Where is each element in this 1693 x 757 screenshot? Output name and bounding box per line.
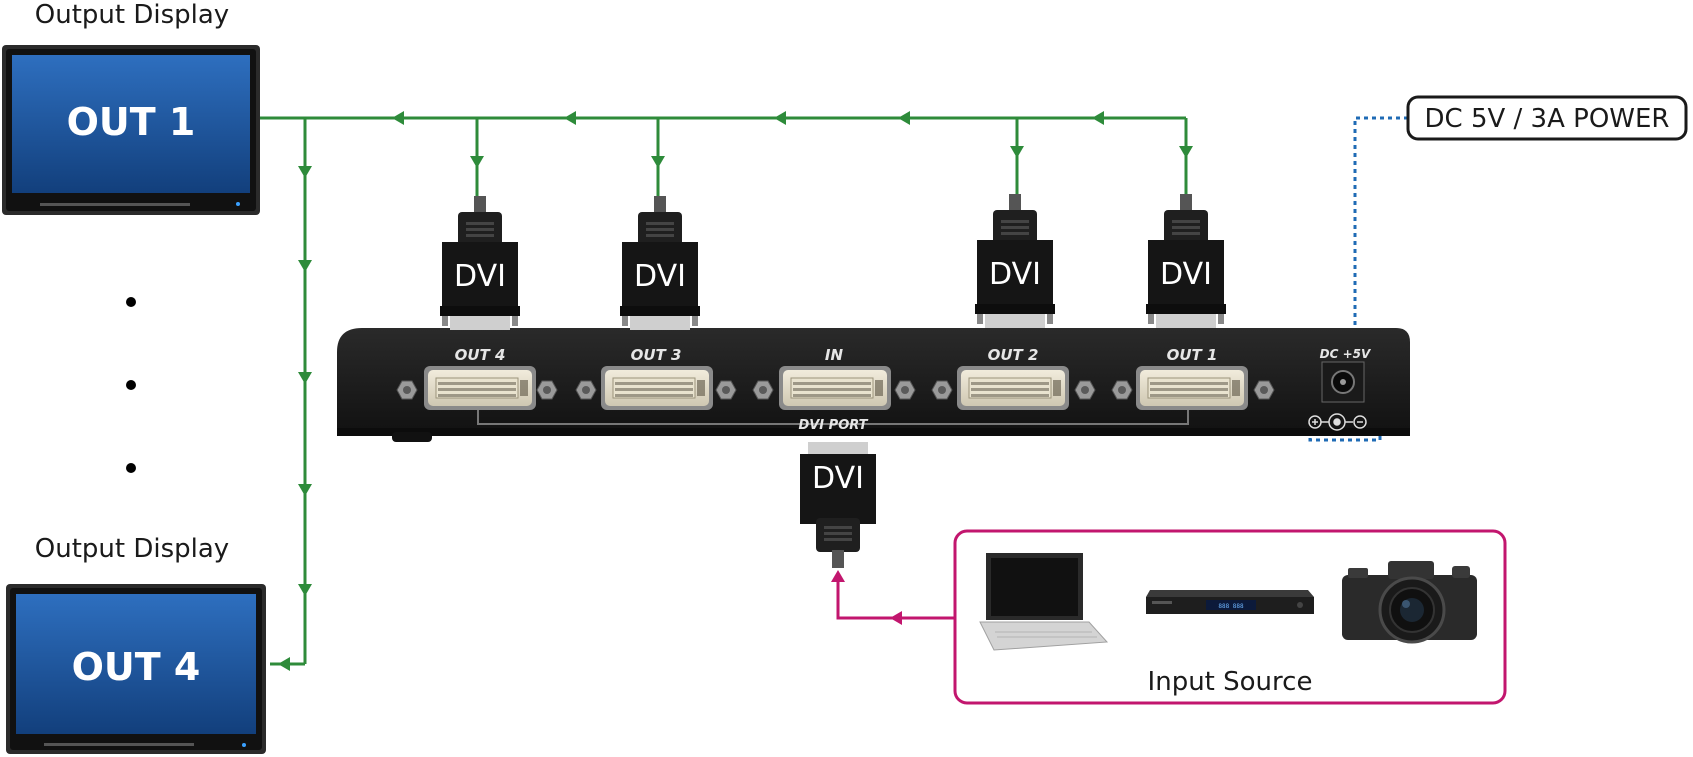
power-label: DC 5V / 3A POWER [1425, 104, 1670, 134]
dvi-port-in [778, 365, 892, 411]
more-displays-ellipsis [126, 297, 136, 473]
port-label-in: IN [825, 346, 844, 364]
port-label-out-4: OUT 4 [455, 346, 506, 364]
dvi-plug-out-3-label: DVI [634, 259, 686, 294]
camera-icon [1342, 561, 1477, 644]
dvi-port-out-1 [1135, 365, 1249, 411]
laptop-icon [979, 553, 1109, 651]
input-source-label: Input Source [1148, 667, 1313, 697]
svg-text:888 888: 888 888 [1218, 603, 1244, 610]
dvi-port-out-3 [600, 365, 714, 411]
port-label-out-1: OUT 1 [1167, 346, 1218, 364]
output-display-label-top: Output Display [35, 0, 229, 30]
media-player-icon: 888 888 [1146, 590, 1314, 614]
monitor-out-4-label: OUT 4 [72, 645, 201, 689]
output-arrows [278, 111, 1193, 671]
dvi-plug-in: DVI [800, 442, 876, 568]
monitor-out-4: OUT 4 [6, 584, 266, 754]
dvi-port-out-4 [423, 365, 537, 411]
port-label-out-3: OUT 3 [631, 346, 682, 364]
dvi-plug-out-2: DVI [975, 194, 1055, 328]
dvi-plug-out-2-label: DVI [989, 257, 1041, 292]
polarity-icon [1308, 413, 1367, 431]
dvi-plug-in-label: DVI [812, 461, 864, 496]
monitor-out-1-label: OUT 1 [67, 100, 196, 144]
output-display-label-bottom: Output Display [35, 534, 229, 564]
dvi-plug-out-4-label: DVI [454, 259, 506, 294]
dvi-port-label: DVI PORT [798, 418, 868, 433]
dvi-plug-out-3: DVI [620, 196, 700, 330]
dvi-plug-out-1-label: DVI [1160, 257, 1212, 292]
dvi-plug-out-4: DVI [440, 196, 520, 330]
dc-label: DC +5V [1320, 347, 1372, 361]
monitor-out-1: OUT 1 [2, 45, 260, 215]
dc-power-jack [1321, 361, 1365, 403]
input-connection [831, 570, 955, 625]
dvi-port-out-2 [956, 365, 1070, 411]
dvi-plug-out-1: DVI [1146, 194, 1226, 328]
port-label-out-2: OUT 2 [988, 346, 1039, 364]
power-label-box: DC 5V / 3A POWER [1406, 95, 1688, 141]
